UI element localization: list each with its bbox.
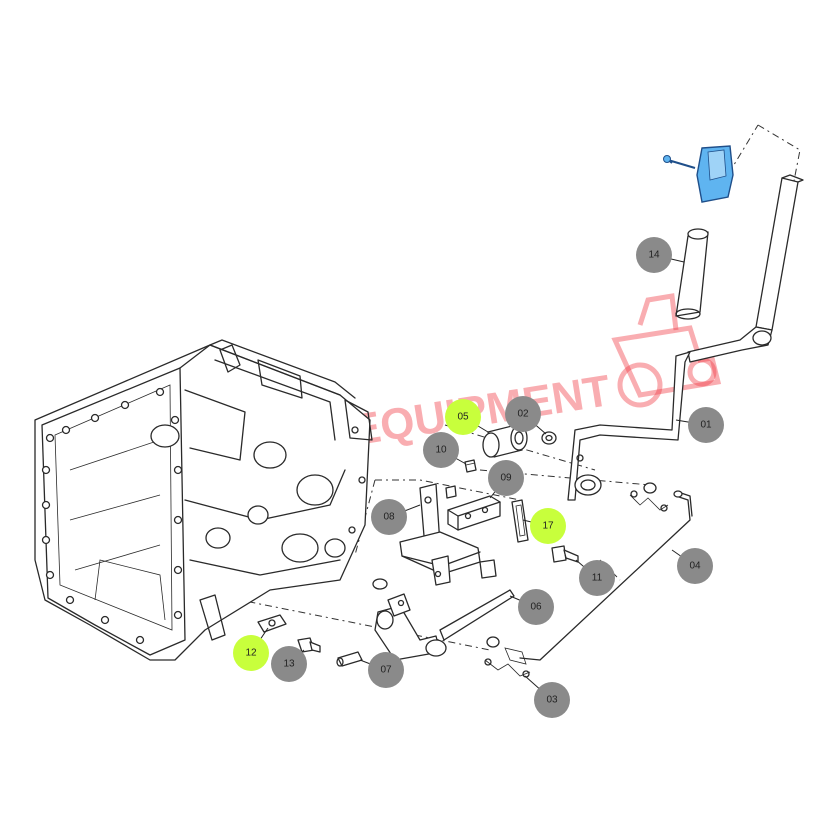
- callout-05: 05: [445, 399, 489, 435]
- callout-label: 04: [689, 561, 701, 572]
- part-03-pins: [484, 482, 669, 678]
- callout-marker: [636, 237, 672, 273]
- callout-label: 17: [542, 521, 554, 532]
- callout-label: 09: [500, 473, 512, 484]
- part-09-clamp-block: [445, 485, 501, 531]
- callout-03: 03: [524, 675, 570, 718]
- callout-marker: [371, 499, 407, 535]
- callout-01: 01: [675, 407, 724, 443]
- part-13-bolt: [297, 637, 321, 653]
- part-04-rod: [504, 490, 693, 665]
- callout-13: 13: [271, 646, 307, 682]
- callout-label: 05: [457, 412, 469, 423]
- callout-marker: [579, 560, 615, 596]
- callout-label: 12: [245, 648, 257, 659]
- callout-08: 08: [371, 499, 421, 535]
- callout-label: 07: [380, 665, 392, 676]
- callout-09: 09: [488, 460, 524, 499]
- callout-11: 11: [575, 559, 615, 596]
- callout-label: 10: [435, 445, 447, 456]
- callout-marker: [677, 548, 713, 584]
- flange-bolt-holes: [41, 387, 366, 645]
- callout-label: 11: [592, 573, 603, 584]
- gearbox-housing: [34, 339, 373, 661]
- callout-label: 06: [530, 602, 542, 613]
- callout-marker: [271, 646, 307, 682]
- callout-label: 02: [517, 409, 529, 420]
- callout-marker: [688, 407, 724, 443]
- callout-marker: [530, 508, 566, 544]
- callout-label: 14: [648, 250, 660, 261]
- callout-marker: [233, 635, 269, 671]
- part-17-plate: [511, 499, 529, 543]
- part-12-plate: [257, 614, 287, 633]
- callout-12: 12: [233, 627, 269, 671]
- callout-06: 06: [509, 589, 554, 625]
- tractor-logo: [611, 293, 722, 408]
- part-11-bolt: [551, 545, 579, 563]
- callout-17: 17: [522, 508, 566, 544]
- callout-marker: [488, 460, 524, 496]
- part-05-bushing: [482, 424, 528, 458]
- part-08-bracket: [399, 483, 481, 586]
- part-10-bolt: [464, 459, 477, 473]
- selected-knob: [663, 145, 734, 203]
- callout-marker: [445, 399, 481, 435]
- callout-label: 01: [700, 420, 712, 431]
- part-06-shaft: [372, 559, 515, 661]
- callout-marker: [423, 432, 459, 468]
- callout-marker: [368, 652, 404, 688]
- part-01-lever: [567, 174, 804, 501]
- part-02-washer: [541, 431, 557, 445]
- callout-02: 02: [505, 396, 547, 435]
- callout-04: 04: [671, 548, 713, 584]
- part-14-tube: [675, 228, 709, 320]
- callout-marker: [518, 589, 554, 625]
- callout-14: 14: [636, 237, 685, 273]
- callout-marker: [505, 396, 541, 432]
- callouts: 01 02 03 04 05 06 07 08 09 10 11 12 13 14 17: [233, 237, 724, 718]
- callout-07: 07: [359, 652, 404, 688]
- callout-10: 10: [423, 432, 467, 468]
- callout-marker: [534, 682, 570, 718]
- callout-label: 03: [546, 695, 558, 706]
- part-07-pin: [336, 651, 363, 667]
- callout-label: 13: [283, 659, 295, 670]
- callout-label: 08: [383, 512, 395, 523]
